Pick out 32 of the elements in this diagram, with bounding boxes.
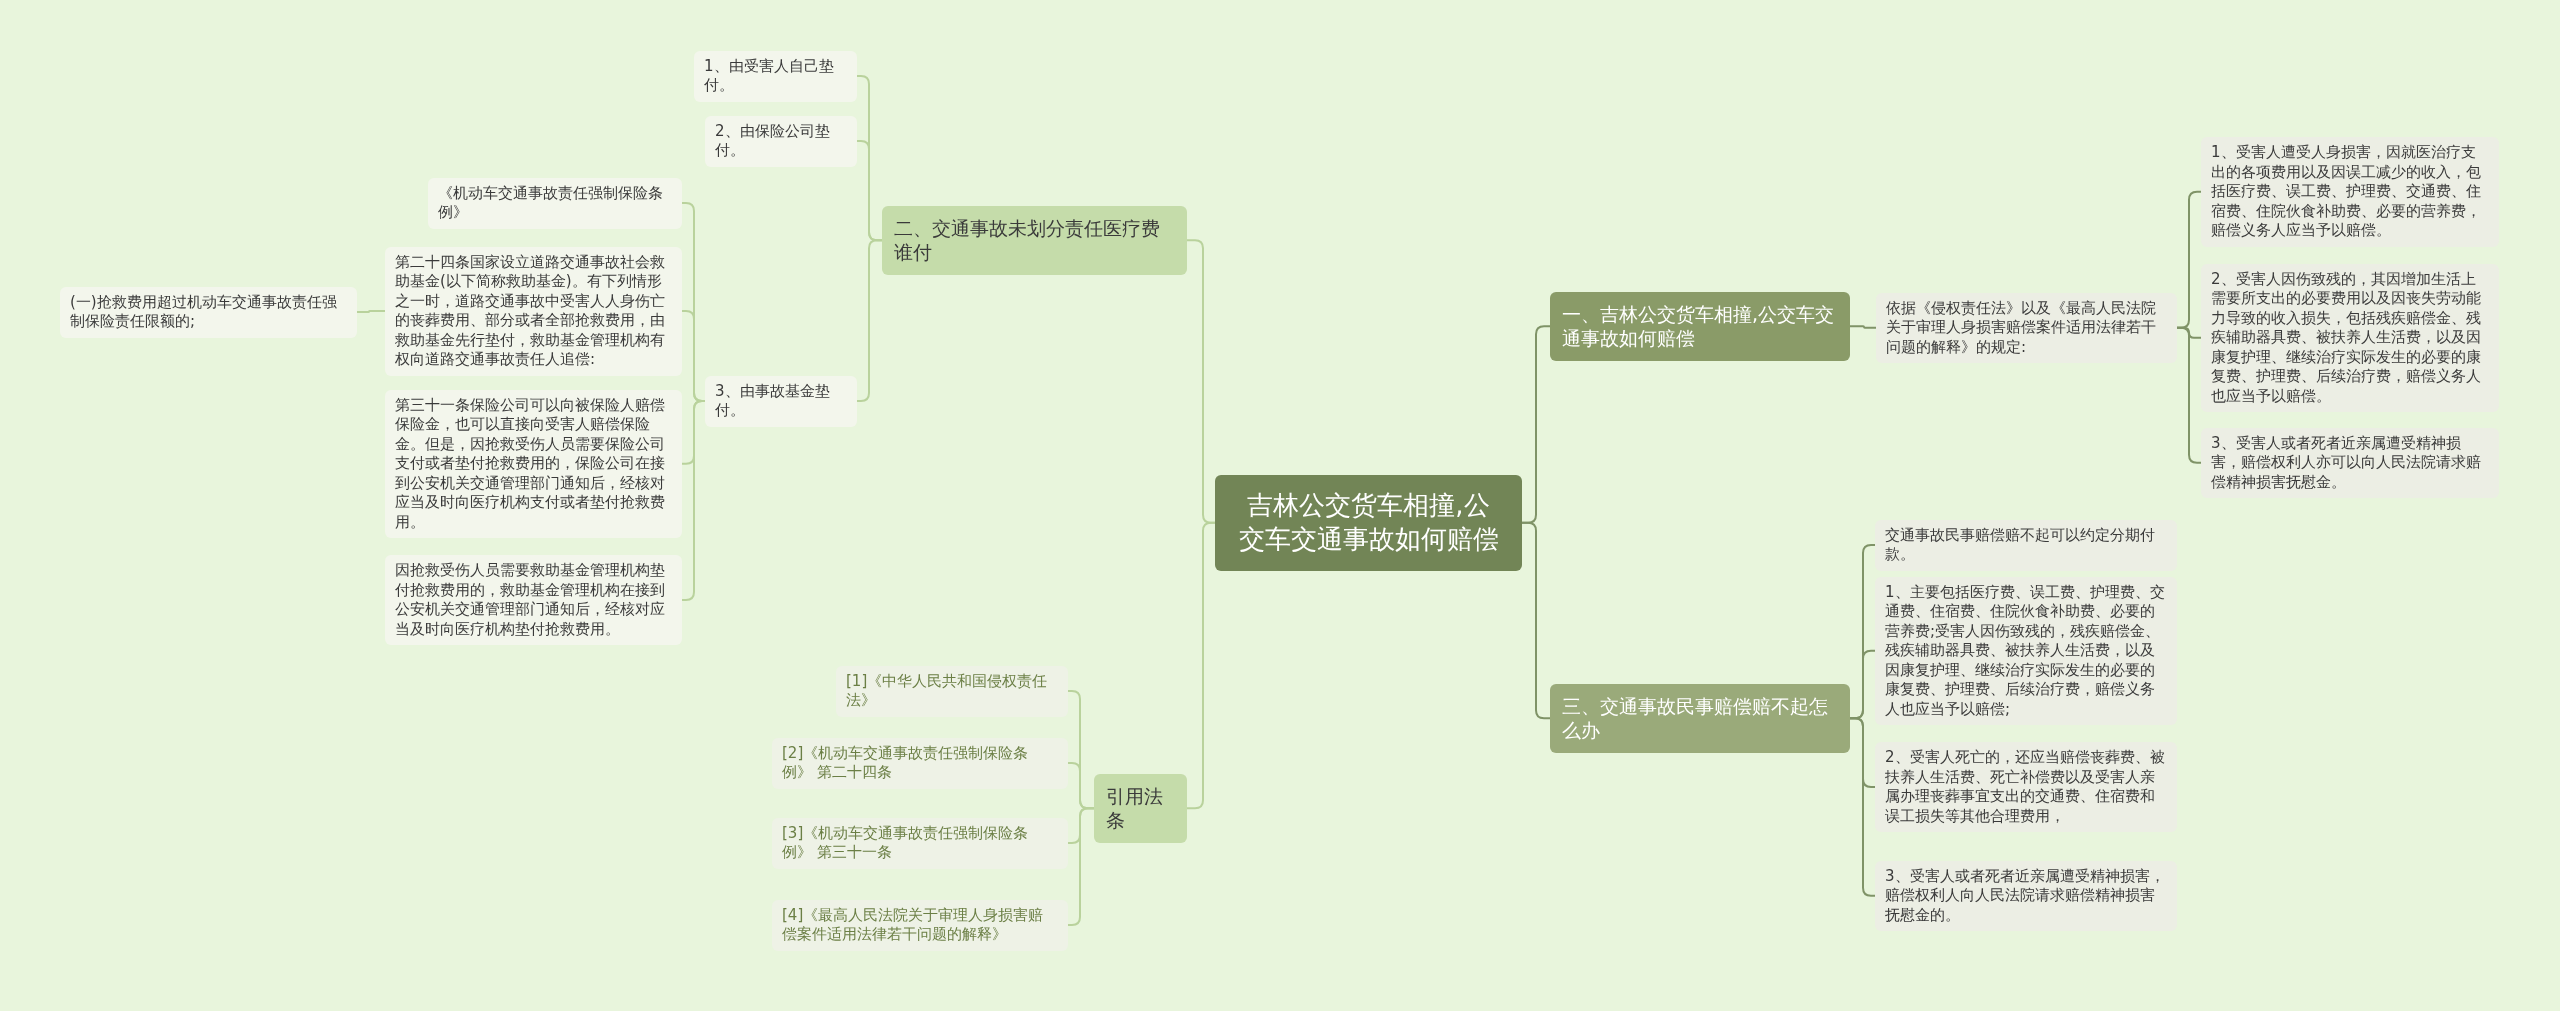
reference-box: [4]《最高人民法院关于审理人身损害赔偿案件适用法律若干问题的解释》 xyxy=(772,899,1068,951)
connector-line xyxy=(1067,807,1095,926)
note-box: 1、受害人遭受人身损害，因就医治疗支出的各项费用以及因误工减少的收入，包括医疗费、误工费、护理费、交通费、住宿费、住院伙食补助费、必要的营养费，赔偿义务人应当予以赔偿。 xyxy=(2201,137,2499,247)
topic-box: 二、交通事故未划分责任医疗费谁付 xyxy=(882,205,1187,275)
connector-line xyxy=(856,239,883,402)
note-box: 2、由保险公司垫付。 xyxy=(705,115,857,167)
note-box: 《机动车交通事故责任强制保险条例》 xyxy=(428,177,682,229)
reference-box: [3]《机动车交通事故责任强制保险条例》 第三十一条 xyxy=(772,817,1068,869)
topic-box: 引用法条 xyxy=(1094,773,1187,843)
note-box: 第二十四条国家设立道路交通事故社会救助基金(以下简称救助基金)。有下列情形之一时，道路交通事故中受害人人身伤亡的丧葬费用、部分或者全部抢救费用，由救助基金先行垫付，救助基金管理机构有权向道路交通事故责任人追偿: xyxy=(385,246,682,376)
topic-box: 一、吉林公交货车相撞,公交车交通事故如何赔偿 xyxy=(1550,291,1850,361)
connector-line xyxy=(1849,717,1876,897)
connector-line xyxy=(356,310,386,313)
reference-box: [1]《中华人民共和国侵权责任法》 xyxy=(836,665,1068,717)
topic-box: 三、交通事故民事赔偿赔不起怎么办 xyxy=(1550,683,1850,753)
connector-line xyxy=(1849,325,1877,329)
note-box: 第三十一条保险公司可以向被保险人赔偿保险金，也可以直接向受害人赔偿保险金。但是，因抢救受伤人员需要保险公司支付或者垫付抢救费用的，保险公司在接到公安机关交通管理部门通知后，经核对应当及时向医疗机构支付或者垫付抢救费用。 xyxy=(385,389,682,538)
note-box: 2、受害人因伤致残的，其因增加生活上需要所支出的必要费用以及因丧失劳动能力导致的收入损失，包括残疾赔偿金、残疾辅助器具费、被扶养人生活费，以及因康复护理、继续治疗实际发生的必要的康复费、护理费、后续治疗费，赔偿义务人也应当予以赔偿。 xyxy=(2201,263,2499,412)
connector-line xyxy=(1186,521,1216,810)
connector-line xyxy=(2176,326,2202,464)
note-box: 依据《侵权责任法》以及《最高人民法院关于审理人身损害赔偿案件适用法律若干问题的解释》的规定: xyxy=(1876,292,2177,363)
root-topic-box: 吉林公交货车相撞,公交车交通事故如何赔偿 xyxy=(1215,475,1522,571)
note-box: 3、受害人或者死者近亲属遭受精神损害，赔偿权利人亦可以向人民法院请求赔偿精神损害抚慰金。 xyxy=(2201,427,2499,498)
note-box: 1、由受害人自己垫付。 xyxy=(694,50,857,102)
note-box: 1、主要包括医疗费、误工费、护理费、交通费、住宿费、住院伙食补助费、必要的营养费;受害人因伤致残的，残疾赔偿金、残疾辅助器具费、被扶养人生活费，以及因康复护理、继续治疗实际发生的必要的康复费、护理费、后续治疗费，赔偿义务人也应当予以赔偿; xyxy=(1875,576,2177,725)
note-box: 交通事故民事赔偿赔不起可以约定分期付款。 xyxy=(1875,519,2177,571)
note-box: (一)抢救费用超过机动车交通事故责任强制保险责任限额的; xyxy=(60,286,357,338)
note-box: 因抢救受伤人员需要救助基金管理机构垫付抢救费用的，救助基金管理机构在接到公安机关交通管理部门通知后，经核对应当及时向医疗机构垫付抢救费用。 xyxy=(385,555,682,645)
reference-box: [2]《机动车交通事故责任强制保险条例》 第二十四条 xyxy=(772,737,1068,789)
note-box: 3、受害人或者死者近亲属遭受精神损害，赔偿权利人向人民法院请求赔偿精神损害抚慰金的。 xyxy=(1875,860,2177,931)
note-box: 3、由事故基金垫付。 xyxy=(705,375,857,427)
note-box: 2、受害人死亡的，还应当赔偿丧葬费、被扶养人生活费、死亡补偿费以及受害人亲属办理丧葬事宜支出的交通费、住宿费和误工损失等其他合理费用， xyxy=(1875,742,2177,832)
